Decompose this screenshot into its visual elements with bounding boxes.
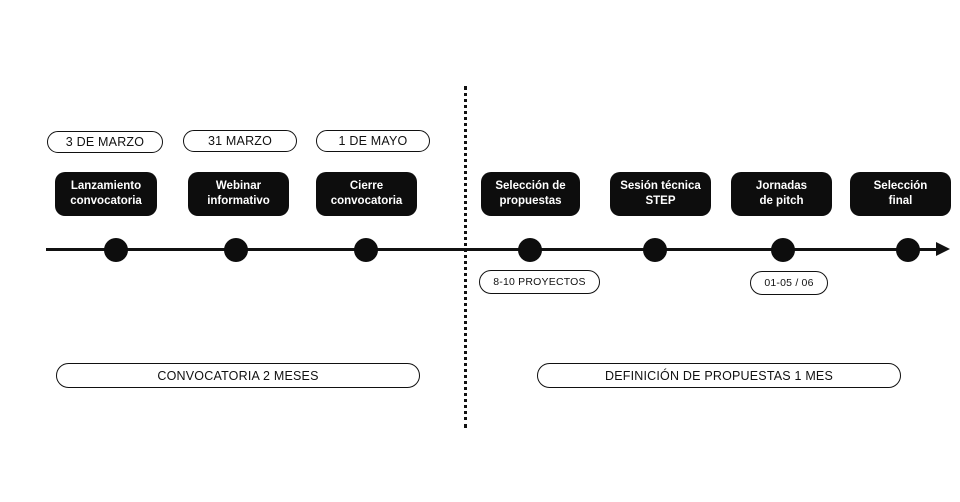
pitch-dates-pill: 01-05 / 06 [750, 271, 828, 295]
stage-label-webinar: Webinar informativo [207, 180, 270, 207]
phase-label-convocatoria: CONVOCATORIA 2 MESES [157, 368, 319, 383]
stage-box-technical-session: Sesión técnica STEP [610, 172, 711, 216]
stage-box-launch: Lanzamiento convocatoria [55, 172, 157, 216]
pitch-dates-label: 01-05 / 06 [764, 277, 814, 289]
milestone-dot-close [354, 237, 378, 262]
phase-pill-definicion: DEFINICIÓN DE PROPUESTAS 1 MES [537, 363, 901, 388]
stage-box-pitch: Jornadas de pitch [731, 172, 832, 216]
stage-box-final-selection: Selección final [850, 172, 951, 216]
phase-label-definicion: DEFINICIÓN DE PROPUESTAS 1 MES [604, 368, 834, 383]
date-label-close: 1 DE MAYO [338, 134, 408, 148]
stage-label-selection: Selección de propuestas [495, 180, 566, 207]
projects-note-pill: 8-10 PROYECTOS [479, 270, 600, 294]
milestone-dot-selection [518, 237, 542, 262]
milestone-dot-final-selection [896, 237, 920, 262]
arrow-right-icon [936, 242, 950, 256]
milestone-dot-webinar [224, 237, 248, 262]
date-pill-webinar: 31 MARZO [183, 130, 297, 152]
date-label-launch: 3 DE MARZO [65, 135, 145, 149]
stage-label-technical-session: Sesión técnica STEP [620, 180, 701, 207]
stage-label-launch: Lanzamiento convocatoria [70, 180, 142, 207]
stage-box-close: Cierre convocatoria [316, 172, 417, 216]
stage-label-close: Cierre convocatoria [330, 180, 403, 207]
phase-pill-convocatoria: CONVOCATORIA 2 MESES [56, 363, 420, 388]
stage-label-pitch: Jornadas de pitch [755, 180, 808, 207]
projects-note-label: 8-10 PROYECTOS [493, 276, 586, 288]
milestone-dot-technical-session [643, 237, 667, 262]
date-label-webinar: 31 MARZO [207, 134, 273, 148]
date-pill-close: 1 DE MAYO [316, 130, 430, 152]
stage-box-webinar: Webinar informativo [188, 172, 289, 216]
stage-label-final-selection: Selección final [873, 180, 928, 207]
timeline-axis [46, 248, 946, 251]
date-pill-launch: 3 DE MARZO [47, 131, 163, 153]
phase-divider [464, 86, 467, 428]
stage-box-selection: Selección de propuestas [481, 172, 580, 216]
milestone-dot-pitch [771, 237, 795, 262]
milestone-dot-launch [104, 237, 128, 262]
